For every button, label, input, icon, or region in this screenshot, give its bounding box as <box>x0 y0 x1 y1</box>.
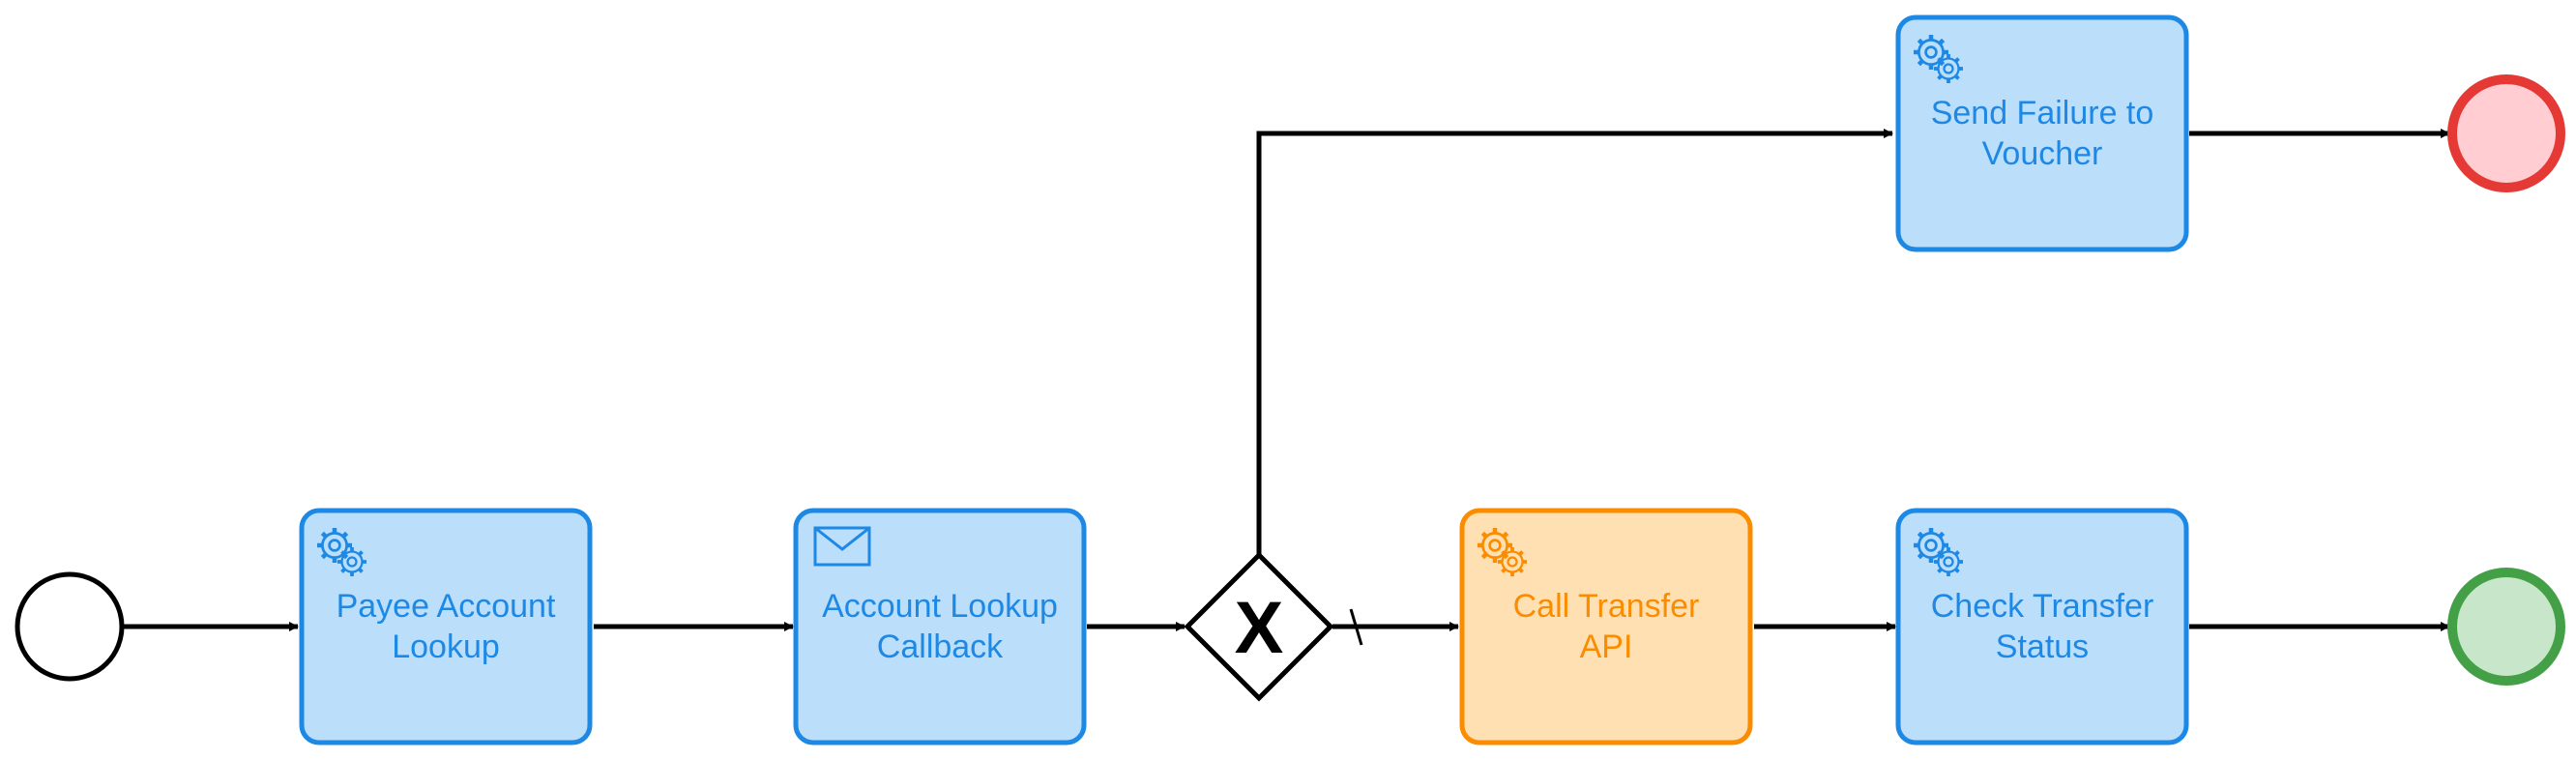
default-flow-marker <box>1349 608 1363 646</box>
sequence-flows <box>124 129 2450 631</box>
task-label-line2: Status <box>1996 628 2089 665</box>
flow-gateway-to-send-failure[interactable] <box>1256 129 1893 555</box>
task-label-line1: Call Transfer <box>1513 588 1700 625</box>
exclusive-gateway[interactable]: X <box>1184 551 1334 702</box>
start-event[interactable] <box>15 571 125 682</box>
task-label-line2: API <box>1580 628 1633 665</box>
task-label-line1: Account Lookup <box>822 588 1058 625</box>
envelope-icon <box>813 526 871 567</box>
task-label-line1: Check Transfer <box>1931 588 2154 625</box>
task-label-line1: Payee Account <box>337 588 556 625</box>
task-label-line2: Callback <box>877 628 1004 665</box>
task-label-line2: Voucher <box>1982 135 2103 172</box>
task-label-line2: Lookup <box>392 628 500 665</box>
end-event-failure[interactable] <box>2447 74 2565 192</box>
task-label-line1: Send Failure to <box>1931 95 2154 132</box>
end-event-success[interactable] <box>2447 568 2565 686</box>
gateway-marker: X <box>1235 587 1284 669</box>
